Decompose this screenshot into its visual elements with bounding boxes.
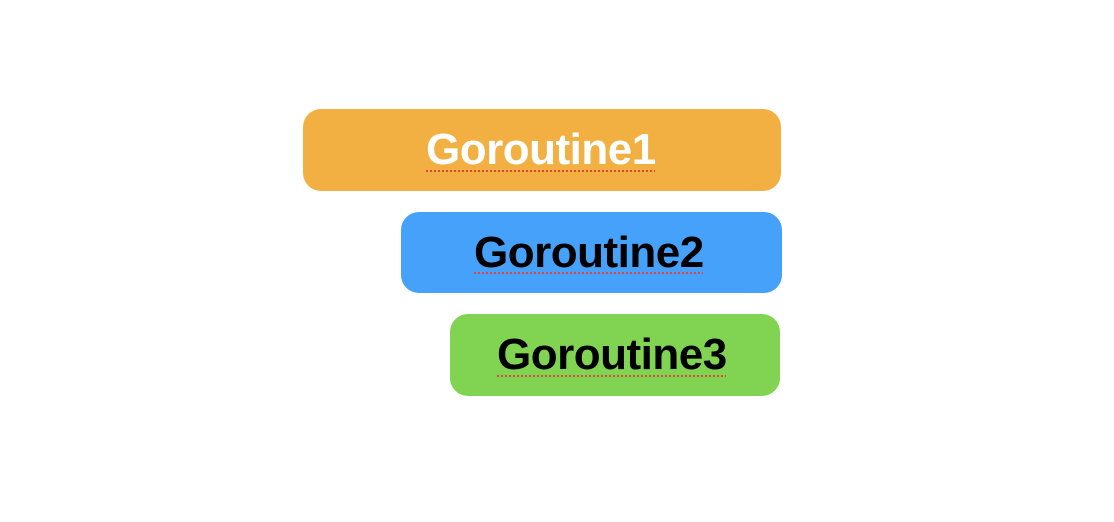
- goroutine-2-label: Goroutine2: [474, 227, 704, 277]
- goroutine-3-box: Goroutine3: [450, 314, 780, 396]
- goroutine-1-label: Goroutine1: [426, 125, 656, 174]
- goroutine-1-box: Goroutine1: [303, 109, 781, 191]
- goroutine-3-label: Goroutine3: [497, 330, 727, 379]
- goroutine-2-box: Goroutine2: [401, 212, 782, 293]
